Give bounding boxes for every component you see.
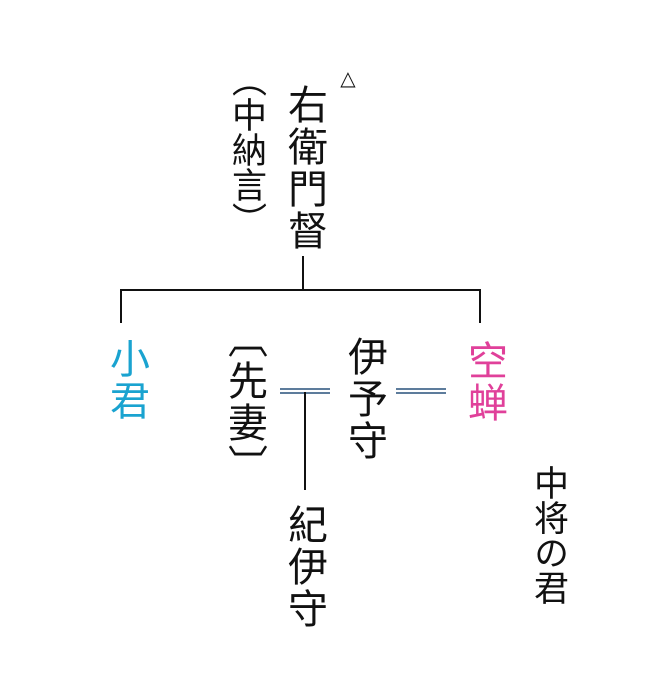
father-title-note: （中納言） xyxy=(226,62,266,237)
person-iyo-no-kami: 伊予守 xyxy=(341,336,387,462)
descent-line-ki-no-kami xyxy=(304,392,306,490)
deceased-marker: △ xyxy=(336,66,360,90)
descent-line xyxy=(302,256,304,290)
descent-line-utsusemi xyxy=(479,289,481,323)
person-former-wife: 〔先妻〕 xyxy=(221,318,267,486)
person-father: 右衛門督 xyxy=(281,84,327,252)
person-kogimi: 小君 xyxy=(103,338,149,422)
marriage-line-utsusemi xyxy=(396,388,446,394)
sibling-line xyxy=(120,289,481,291)
person-utsusemi: 空蝉 xyxy=(461,340,507,424)
person-ki-no-kami: 紀伊守 xyxy=(281,504,327,630)
person-chujo-no-kimi: 中将の君 xyxy=(528,465,568,605)
descent-line-kogimi xyxy=(120,289,122,323)
